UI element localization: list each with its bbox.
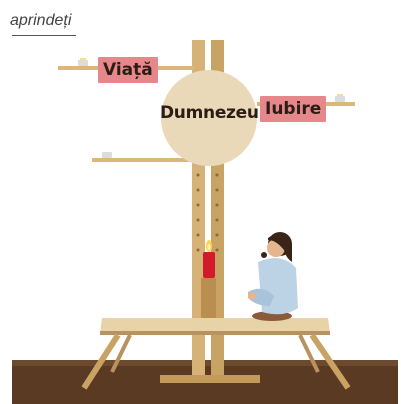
candle-icon: [201, 240, 216, 320]
child-figure: [248, 232, 298, 321]
central-disc: [161, 70, 257, 166]
tea-light-icon: [335, 94, 345, 102]
love-tag: Iubire: [260, 96, 327, 122]
pointer-line: [12, 35, 76, 36]
lower-left-shelf: [92, 158, 192, 162]
bench: [81, 318, 351, 390]
tea-light-icon: [102, 152, 112, 158]
life-tag: Viață: [98, 57, 158, 83]
center-label: Dumnezeu: [160, 103, 259, 123]
instruction-label: aprindeți: [10, 12, 72, 29]
tea-light-icon: [78, 58, 88, 66]
stand-base: [160, 375, 260, 383]
